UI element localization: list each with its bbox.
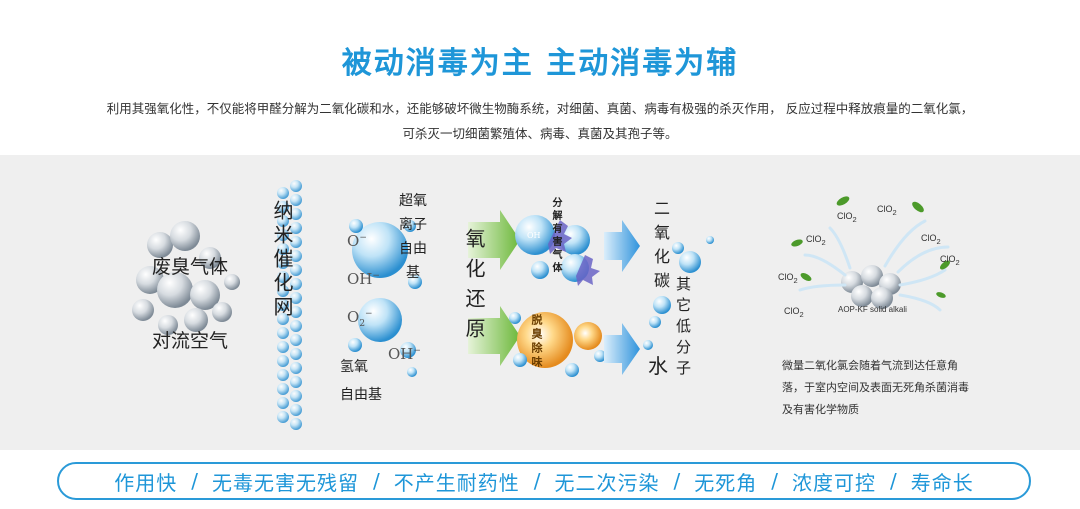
- ion-o2-minus: O2−: [347, 308, 373, 329]
- clo2-label: ClO2: [837, 211, 857, 224]
- ion-oh2-minus: OH−: [388, 345, 421, 363]
- clo2-label: ClO2: [921, 233, 941, 246]
- oh-bubble-label: OH: [527, 231, 541, 240]
- waste-gas-label: 废臭气体: [152, 256, 229, 278]
- feature-bar: 作用快 / 无毒无害无残留 / 不产生耐药性 / 无二次污染 / 无死角 / 浓度可控 / 寿命长: [57, 462, 1031, 500]
- other-molecules-label: 其它低分子: [674, 276, 692, 381]
- clo2-label: ClO2: [940, 254, 960, 267]
- alkali-label: AOP-KF solid alkali: [838, 305, 907, 314]
- ion-o-minus: O−: [347, 232, 367, 250]
- superoxide-label: 超氧离子自由基: [399, 193, 427, 281]
- page-title: 被动消毒为主 主动消毒为辅: [341, 46, 739, 81]
- clo2-label: ClO2: [806, 234, 826, 247]
- hydroxyl-label-1: 氢氧: [340, 359, 368, 375]
- feature-separator: /: [373, 469, 380, 493]
- feature-separator: /: [533, 469, 541, 493]
- feature-item: 作用快: [114, 470, 178, 495]
- feature-item: 无二次污染: [554, 470, 660, 495]
- description-line-1: 利用其强氧化性，不仅能将甲醛分解为二氧化碳和水，还能够破坏微生物酶系统，对细菌、…: [106, 101, 974, 116]
- clo2-label: ClO2: [877, 204, 897, 217]
- feature-separator: /: [890, 469, 897, 493]
- nano-mesh-label: 纳米催化网: [270, 200, 294, 320]
- clo2-label: ClO2: [784, 306, 804, 319]
- feature-item: 浓度可控: [792, 470, 876, 495]
- feature-item: 无死角: [694, 470, 758, 495]
- convection-air-label: 对流空气: [152, 330, 229, 352]
- feature-item: 寿命长: [910, 470, 974, 495]
- description-line-2: 可杀灭一切细菌繁殖体、病毒、真菌及其孢子等。: [402, 126, 678, 141]
- clo2-label: ClO2: [778, 272, 798, 285]
- feature-separator: /: [191, 469, 198, 493]
- deodorize-label: 脱臭除味: [530, 314, 543, 370]
- clo2-note: 微量二氧化氯会随着气流到达任意角落，于室内空间及表面无死角杀菌消毒及有害化学物质: [782, 359, 969, 416]
- co2-label: 二氧化碳: [651, 200, 670, 296]
- feature-separator: /: [771, 469, 778, 493]
- decompose-label: 分解有害气体: [550, 197, 561, 275]
- water-label: 水: [648, 354, 668, 378]
- hydroxyl-label-2: 自由基: [340, 387, 382, 403]
- redox-label: 氧化还原: [462, 228, 486, 348]
- feature-separator: /: [673, 469, 681, 493]
- feature-item: 无毒无害无残留: [212, 470, 359, 495]
- feature-item: 不产生耐药性: [393, 470, 520, 495]
- ion-oh-minus: OH−: [347, 270, 380, 288]
